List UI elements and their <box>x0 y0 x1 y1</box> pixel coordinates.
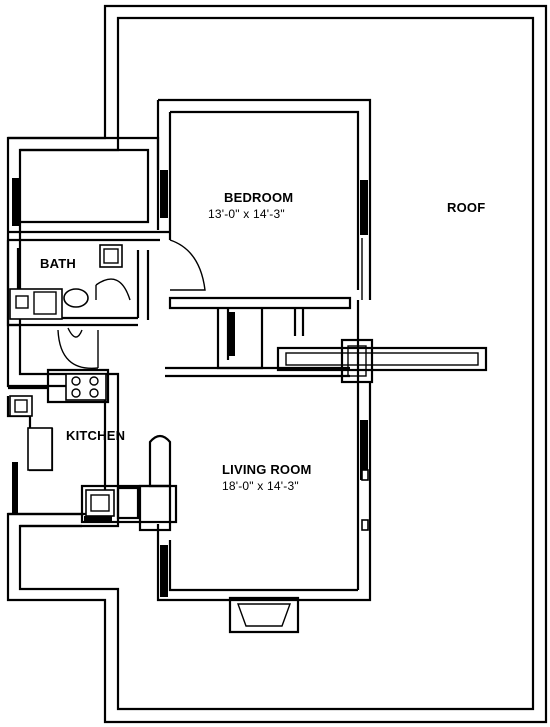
refrigerator-icon <box>27 427 53 471</box>
bedroom-walls <box>156 98 372 300</box>
roof-label: ROOF <box>447 200 486 215</box>
kitchen-sink-icon <box>85 489 115 517</box>
bedroom-dimensions: 13'-0" x 14'-3" <box>208 207 285 221</box>
bath-fixtures <box>9 244 131 338</box>
toilet-icon <box>63 288 89 308</box>
sink-icon <box>99 244 123 268</box>
bedroom-label: BEDROOM <box>224 190 294 205</box>
lower-left-wing <box>8 512 82 528</box>
living-room-walls <box>156 300 372 634</box>
closets <box>165 296 352 378</box>
kitchen-block <box>6 323 178 532</box>
living-room-dimensions: 18'-0" x 14'-3" <box>222 479 299 493</box>
bath-label: BATH <box>40 256 76 271</box>
kitchen-label: KITCHEN <box>66 428 126 443</box>
range-icon <box>65 373 107 401</box>
fireplace-icon <box>228 596 300 634</box>
living-room-label: LIVING ROOM <box>222 462 312 477</box>
